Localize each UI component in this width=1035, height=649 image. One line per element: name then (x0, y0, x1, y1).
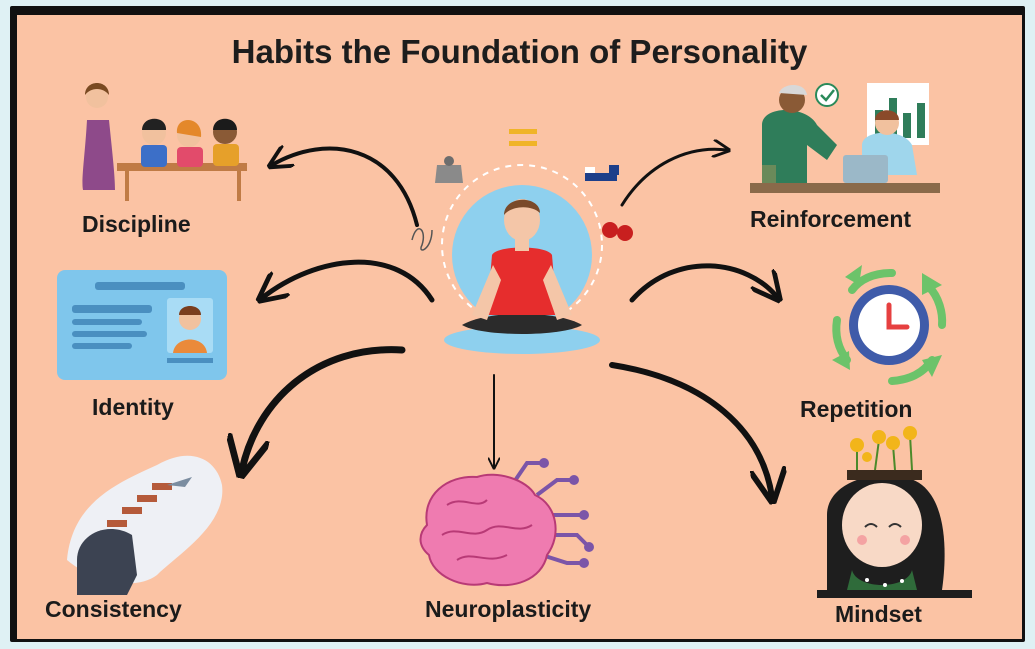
node-label-repetition: Repetition (800, 396, 913, 422)
arrow-to-repetition (629, 263, 777, 300)
flower-girl-icon (817, 426, 972, 598)
arrows (242, 149, 777, 497)
squiggle-icon (411, 228, 433, 251)
diagram-title: Habits the Foundation of Personality (231, 33, 808, 70)
timer-icon (509, 129, 537, 146)
node-label-discipline: Discipline (82, 211, 191, 237)
arrow-to-consistency (242, 346, 406, 470)
brain-circuit-icon (419, 458, 594, 587)
node-label-mindset: Mindset (835, 601, 922, 627)
diagram-canvas: Habits the Foundation of Personality (17, 15, 1022, 639)
stairs-head-icon (67, 455, 223, 595)
meeting-chart-icon (750, 83, 940, 193)
meditating-person-icon (411, 129, 633, 354)
teacher-classroom-icon (82, 83, 247, 201)
arrow-to-discipline (272, 149, 419, 227)
node-label-consistency: Consistency (45, 596, 182, 622)
arrow-to-mindset (609, 362, 772, 497)
node-label-reinforcement: Reinforcement (750, 206, 912, 232)
arrow-to-reinforcement (620, 149, 727, 207)
id-card-icon (57, 270, 227, 380)
bed-icon (585, 165, 619, 181)
arrow-to-identity (262, 259, 435, 300)
kettle-icon (435, 156, 463, 183)
diagram-art (57, 83, 972, 598)
node-label-neuroplasticity: Neuroplasticity (425, 596, 592, 622)
node-label-identity: Identity (92, 394, 174, 420)
apples-icon (602, 222, 633, 241)
clock-cycle-icon (832, 265, 947, 385)
